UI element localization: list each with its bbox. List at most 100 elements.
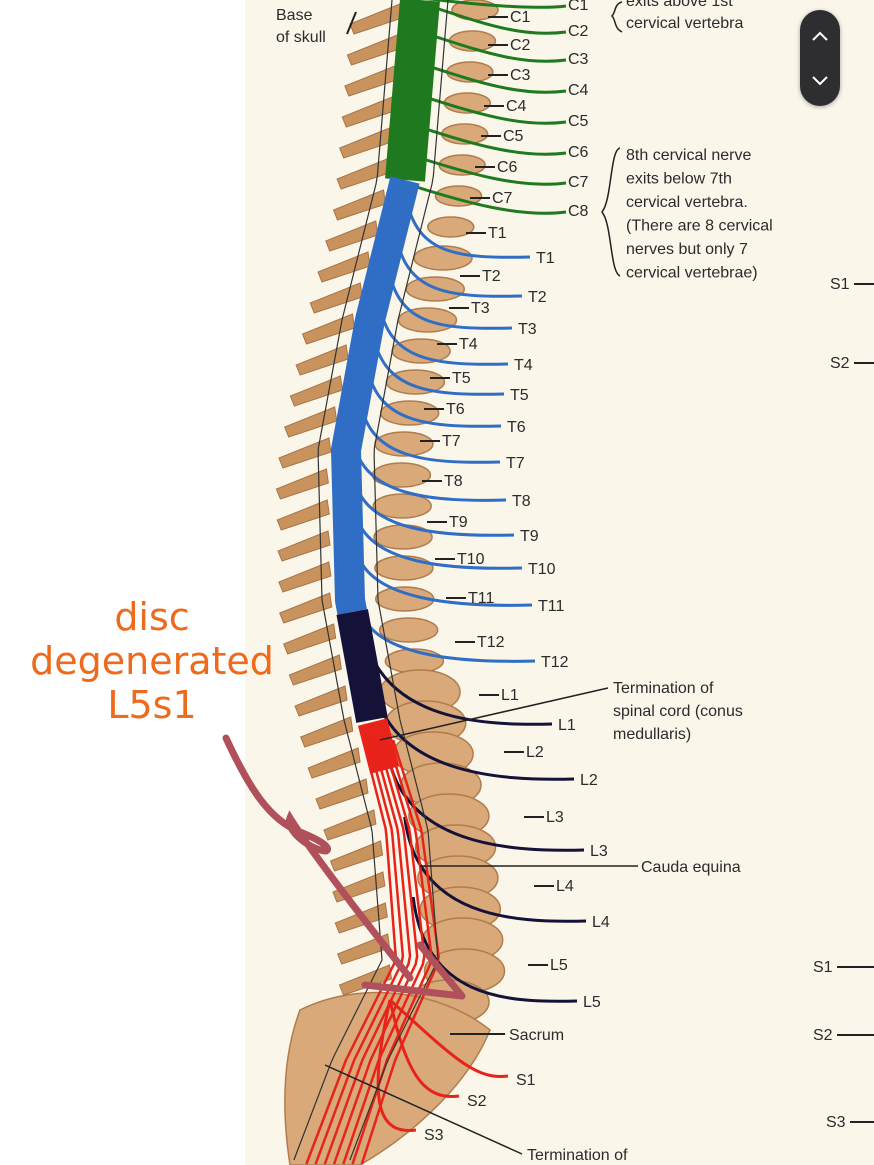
cervical-nerve-label: C2 xyxy=(568,23,589,40)
cauda-equina-strand xyxy=(360,739,440,1165)
spinous-process xyxy=(279,592,333,624)
cervical-nerve xyxy=(413,184,567,215)
vertebra-label: L3 xyxy=(546,809,564,826)
c8-note-line: (There are 8 cervical xyxy=(626,218,773,235)
nerve-label: T9 xyxy=(520,528,539,545)
sacral-nerve-label: S1 xyxy=(516,1072,536,1089)
side-sacral-label: S2 xyxy=(813,1027,833,1044)
annotation-text-line3: L5s1 xyxy=(107,683,196,727)
vertebral-body xyxy=(391,338,451,364)
vertebra-label: C6 xyxy=(497,159,518,176)
cauda-equina-strand xyxy=(351,739,433,1165)
top-note-line: cervical vertebra xyxy=(626,15,743,32)
sacral-nerve-label: S3 xyxy=(424,1127,444,1144)
c8-note-line: cervical vertebrae) xyxy=(626,265,758,282)
vertebra-label: C1 xyxy=(510,9,531,26)
side-sacral-label: S2 xyxy=(830,355,850,372)
cervical-nerve-label: C3 xyxy=(568,51,589,68)
thoracic-nerve xyxy=(379,309,509,366)
thoracic-nerve xyxy=(353,445,507,502)
thoracic-cord xyxy=(330,176,420,615)
spinous-process xyxy=(283,623,337,655)
nerve-label: T4 xyxy=(514,357,533,374)
cauda-equina-strand xyxy=(314,739,405,1165)
conus-note-line: spinal cord (conus xyxy=(613,703,743,720)
side-sacral-label: S3 xyxy=(826,1114,846,1131)
nerve-label: T5 xyxy=(510,387,529,404)
annotation-text-line1: disc xyxy=(114,595,189,639)
termination-leader xyxy=(324,1064,523,1155)
spinal-cord xyxy=(293,0,449,1165)
vertebral-body xyxy=(374,555,434,581)
spinous-process xyxy=(284,406,338,438)
spinous-process xyxy=(300,716,354,748)
sacral-nerve-label: S2 xyxy=(467,1093,487,1110)
conus-leader xyxy=(379,687,609,741)
spinous-process xyxy=(315,778,369,810)
nerve-label: T2 xyxy=(528,289,547,306)
spinous-process xyxy=(337,933,391,965)
vertebra-label: L2 xyxy=(526,744,544,761)
vertebra-label: C4 xyxy=(506,98,527,115)
nerve-label: T7 xyxy=(506,455,525,472)
vertebra-label: L5 xyxy=(550,957,568,974)
vertebral-body xyxy=(372,493,432,519)
cauda-equina-label: Cauda equina xyxy=(641,859,741,876)
sacrum-label: Sacrum xyxy=(509,1027,564,1044)
cervical-nerve-label: C7 xyxy=(568,174,589,191)
vertebra-label: T7 xyxy=(442,433,461,450)
skull-leader xyxy=(346,11,357,35)
vertebra-label: C3 xyxy=(510,67,531,84)
scroll-down-button[interactable] xyxy=(800,58,840,102)
nerve-label: T8 xyxy=(512,493,531,510)
termination-bottom-label: Termination of xyxy=(527,1147,628,1164)
diagram-labels: C1C2C3C4C5C6C7T1T2T3T4T5T6T7T8T9T10T11T1… xyxy=(276,0,874,1164)
spinous-process xyxy=(278,561,332,593)
top-note-brace xyxy=(610,1,623,33)
vertebra-label: C2 xyxy=(510,37,531,54)
scroll-up-button[interactable] xyxy=(800,14,840,58)
thoracic-nerve xyxy=(388,273,513,330)
vertebra-label: T3 xyxy=(471,300,490,317)
c8-note-brace xyxy=(601,147,621,277)
vertebra-label: L4 xyxy=(556,878,574,895)
vertebra-label: T1 xyxy=(488,225,507,242)
vertebra-label: T5 xyxy=(452,370,471,387)
nerve-label: T6 xyxy=(507,419,526,436)
conus-note-line: Termination of xyxy=(613,680,714,697)
vertebra-label: T2 xyxy=(482,268,501,285)
cervical-nerve-label: C1 xyxy=(568,0,589,14)
vertebra-label: T10 xyxy=(457,551,485,568)
annotation-arrow xyxy=(222,734,414,982)
spinous-process xyxy=(294,685,348,717)
nerve-label: T3 xyxy=(518,321,537,338)
vertebra-label: T8 xyxy=(444,473,463,490)
cervical-nerve-label: C4 xyxy=(568,82,589,99)
vertebra-label: C5 xyxy=(503,128,524,145)
thoracic-nerve xyxy=(366,371,502,428)
c8-note-line: cervical vertebra. xyxy=(626,194,748,211)
conus-note-line: medullaris) xyxy=(613,726,691,743)
thoracic-nerve xyxy=(360,407,501,464)
chevron-down-icon xyxy=(812,76,828,86)
vertebral-body xyxy=(371,462,432,488)
chevron-up-icon xyxy=(812,31,828,41)
nerve-label: L3 xyxy=(590,843,608,860)
cervical-nerve-label: C8 xyxy=(568,203,589,220)
cervical-nerve xyxy=(429,4,567,35)
thoracic-nerve xyxy=(355,550,533,607)
vertebra-label: C7 xyxy=(492,190,513,207)
cervical-nerve xyxy=(426,0,567,9)
vertebrae-column xyxy=(275,0,506,1165)
vertebra-label: L1 xyxy=(501,687,519,704)
nerve-label: L4 xyxy=(592,914,610,931)
cervical-cord xyxy=(385,0,440,182)
c8-note-line: nerves but only 7 xyxy=(626,241,748,258)
cervical-nerve-label: C5 xyxy=(568,113,589,130)
thoracic-nerve xyxy=(405,202,531,259)
spinous-process xyxy=(276,499,330,531)
lumbar-cord xyxy=(336,609,388,723)
nerve-label: T10 xyxy=(528,561,556,578)
base-of-skull-label: Base xyxy=(276,7,313,24)
